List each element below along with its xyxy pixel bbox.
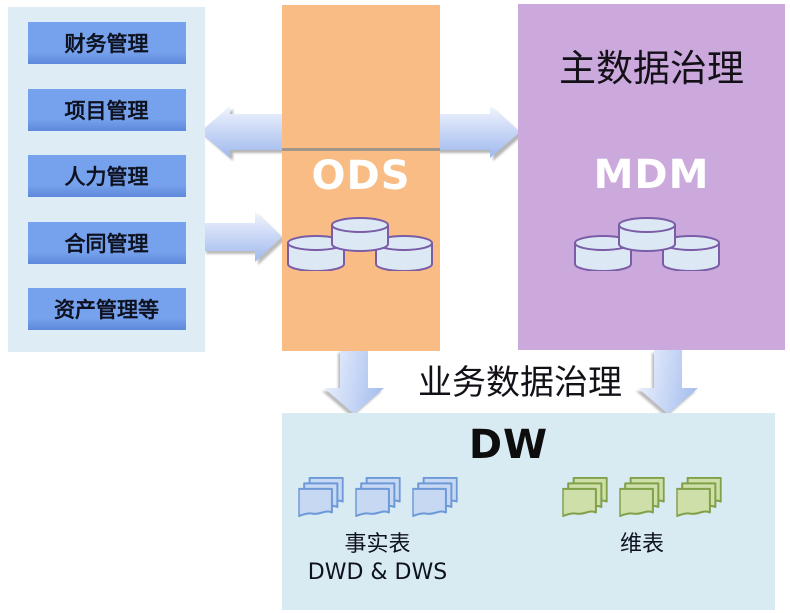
ods-box: ODS [282, 5, 440, 351]
source-system-label: 合同管理 [64, 231, 149, 256]
fact-tables-sublabel: DWD & DWS [307, 560, 448, 585]
fact-tables-group: 事实表 DWD & DWS [290, 477, 465, 587]
database-cluster-icon [287, 217, 433, 271]
mdm-title: 主数据治理 [559, 47, 744, 90]
arrow-shadow-line [282, 148, 440, 151]
source-systems-panel: 财务管理 项目管理 人力管理 合同管理 资产管理等 [8, 7, 205, 352]
document-stack-icon [412, 477, 458, 517]
document-stack-icon [676, 477, 722, 517]
dimension-tables-label: 维表 [619, 532, 664, 557]
dimension-tables-group: 维表 [562, 477, 722, 559]
source-system-label: 项目管理 [64, 98, 149, 123]
dw-box: DW 事实表 DWD & DWS 维表 [282, 413, 775, 610]
dimension-table-stacks [562, 477, 722, 517]
database-cluster-icon [574, 217, 720, 271]
document-stack-icon [619, 477, 665, 517]
source-system-label: 人力管理 [64, 165, 149, 189]
source-system-box-assets: 资产管理等 [27, 288, 186, 330]
source-system-box-finance: 财务管理 [27, 22, 186, 64]
source-system-box-project: 项目管理 [27, 88, 186, 131]
mdm-to-dw-arrow-icon [638, 350, 698, 414]
document-stack-icon [298, 477, 344, 517]
dw-label: DW [468, 422, 549, 468]
source-system-label: 资产管理等 [54, 298, 159, 322]
source-system-box-contract: 合同管理 [27, 221, 186, 264]
panel-to-ods-arrow-icon [203, 212, 282, 262]
document-stack-icon [562, 477, 608, 517]
mdm-label: MDM [593, 152, 710, 198]
source-system-box-hr: 人力管理 [27, 155, 186, 197]
ods-to-dw-arrow-icon [324, 350, 384, 414]
fact-tables-label: 事实表 [344, 532, 411, 557]
flow-label: 业务数据治理 [418, 363, 622, 403]
source-system-label: 财务管理 [64, 32, 149, 56]
fact-table-stacks [290, 477, 465, 517]
ods-label: ODS [311, 153, 411, 199]
mdm-box: 主数据治理 MDM [518, 4, 785, 350]
document-stack-icon [355, 477, 401, 517]
